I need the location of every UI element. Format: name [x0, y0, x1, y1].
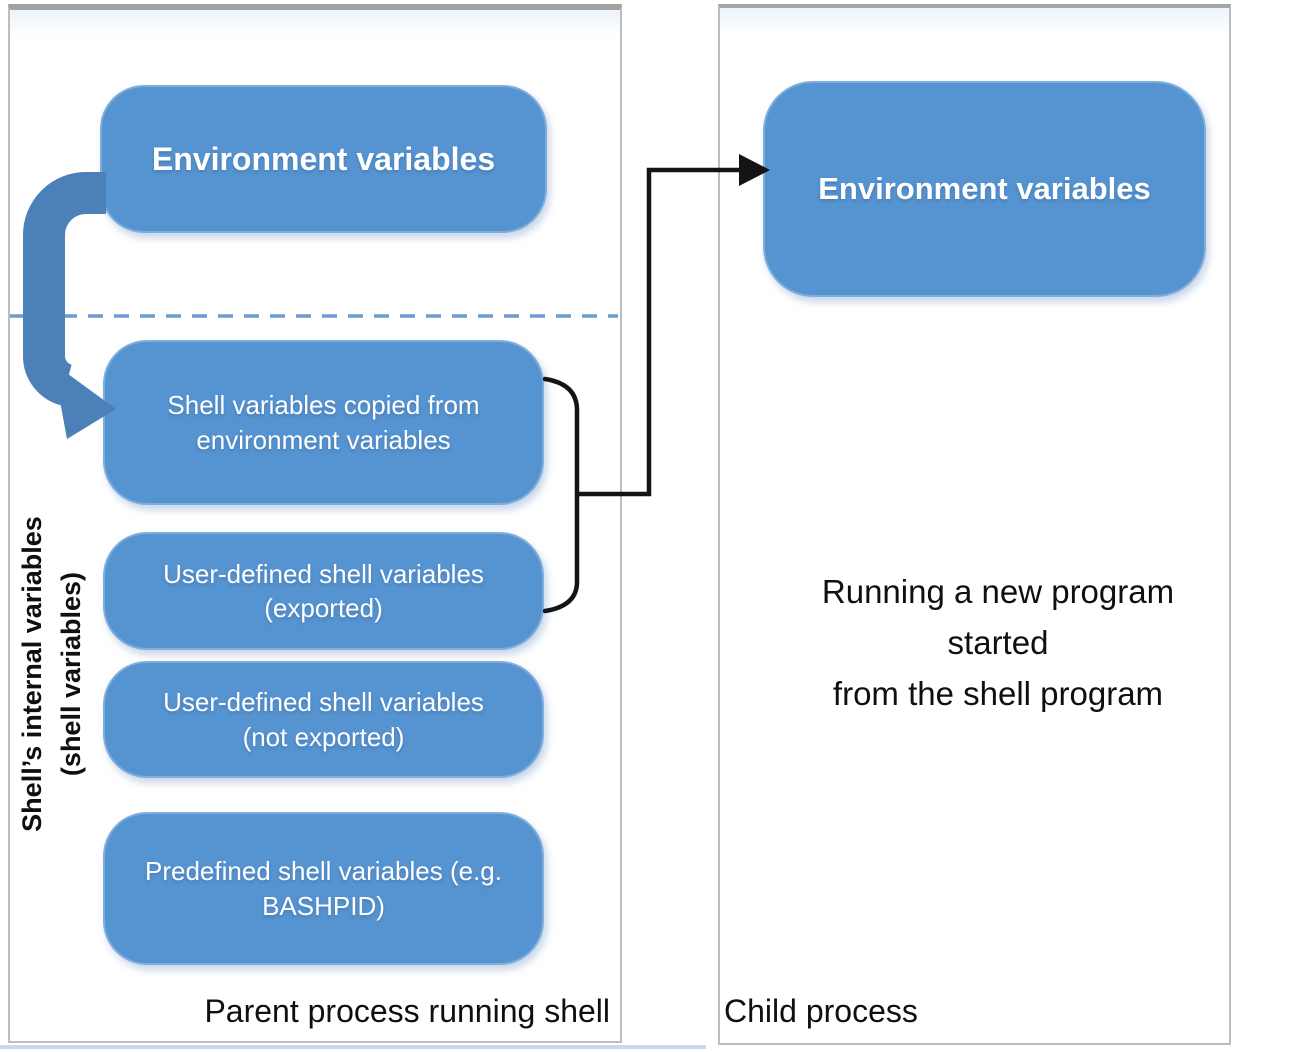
child-environment-variables-box: Environment variables — [763, 81, 1206, 297]
child-description-line1: Running a new program — [821, 573, 1175, 610]
child-panel-caption: Child process — [724, 993, 918, 1029]
shell-vars-copied-box: Shell variables copied from environment … — [103, 340, 544, 505]
shell-vars-copied-label: Shell variables copied from environment … — [167, 390, 480, 455]
shell-internal-variables-side-label: Shell’s internal variables (shell variab… — [13, 504, 93, 844]
user-defined-exported-box: User-defined shell variables (exported) — [103, 532, 544, 650]
child-description-line2: started — [947, 624, 1049, 662]
child-description-line3: from the shell program — [832, 675, 1164, 713]
parent-panel-caption: Parent process running shell — [204, 993, 610, 1029]
user-defined-not-exported-box: User-defined shell variables (not export… — [103, 661, 544, 778]
user-defined-exported-label: User-defined shell variables (exported) — [163, 558, 484, 623]
child-env-box-label: Environment variables — [818, 171, 1151, 206]
predefined-shell-vars-box: Predefined shell variables (e.g. BASHPID… — [103, 812, 544, 965]
child-process-description: Running a new program started from the s… — [778, 566, 1218, 719]
side-label-line2: (shell variables) — [56, 571, 87, 777]
parent-environment-variables-box: Environment variables — [100, 85, 547, 233]
parent-env-box-label: Environment variables — [151, 140, 496, 177]
predefined-shell-vars-label: Predefined shell variables (e.g. BASHPID… — [145, 856, 502, 921]
page-bottom-accent-strip — [0, 1045, 706, 1049]
side-label-line1: Shell’s internal variables — [17, 516, 47, 832]
user-defined-not-exported-label: User-defined shell variables (not export… — [163, 687, 484, 752]
